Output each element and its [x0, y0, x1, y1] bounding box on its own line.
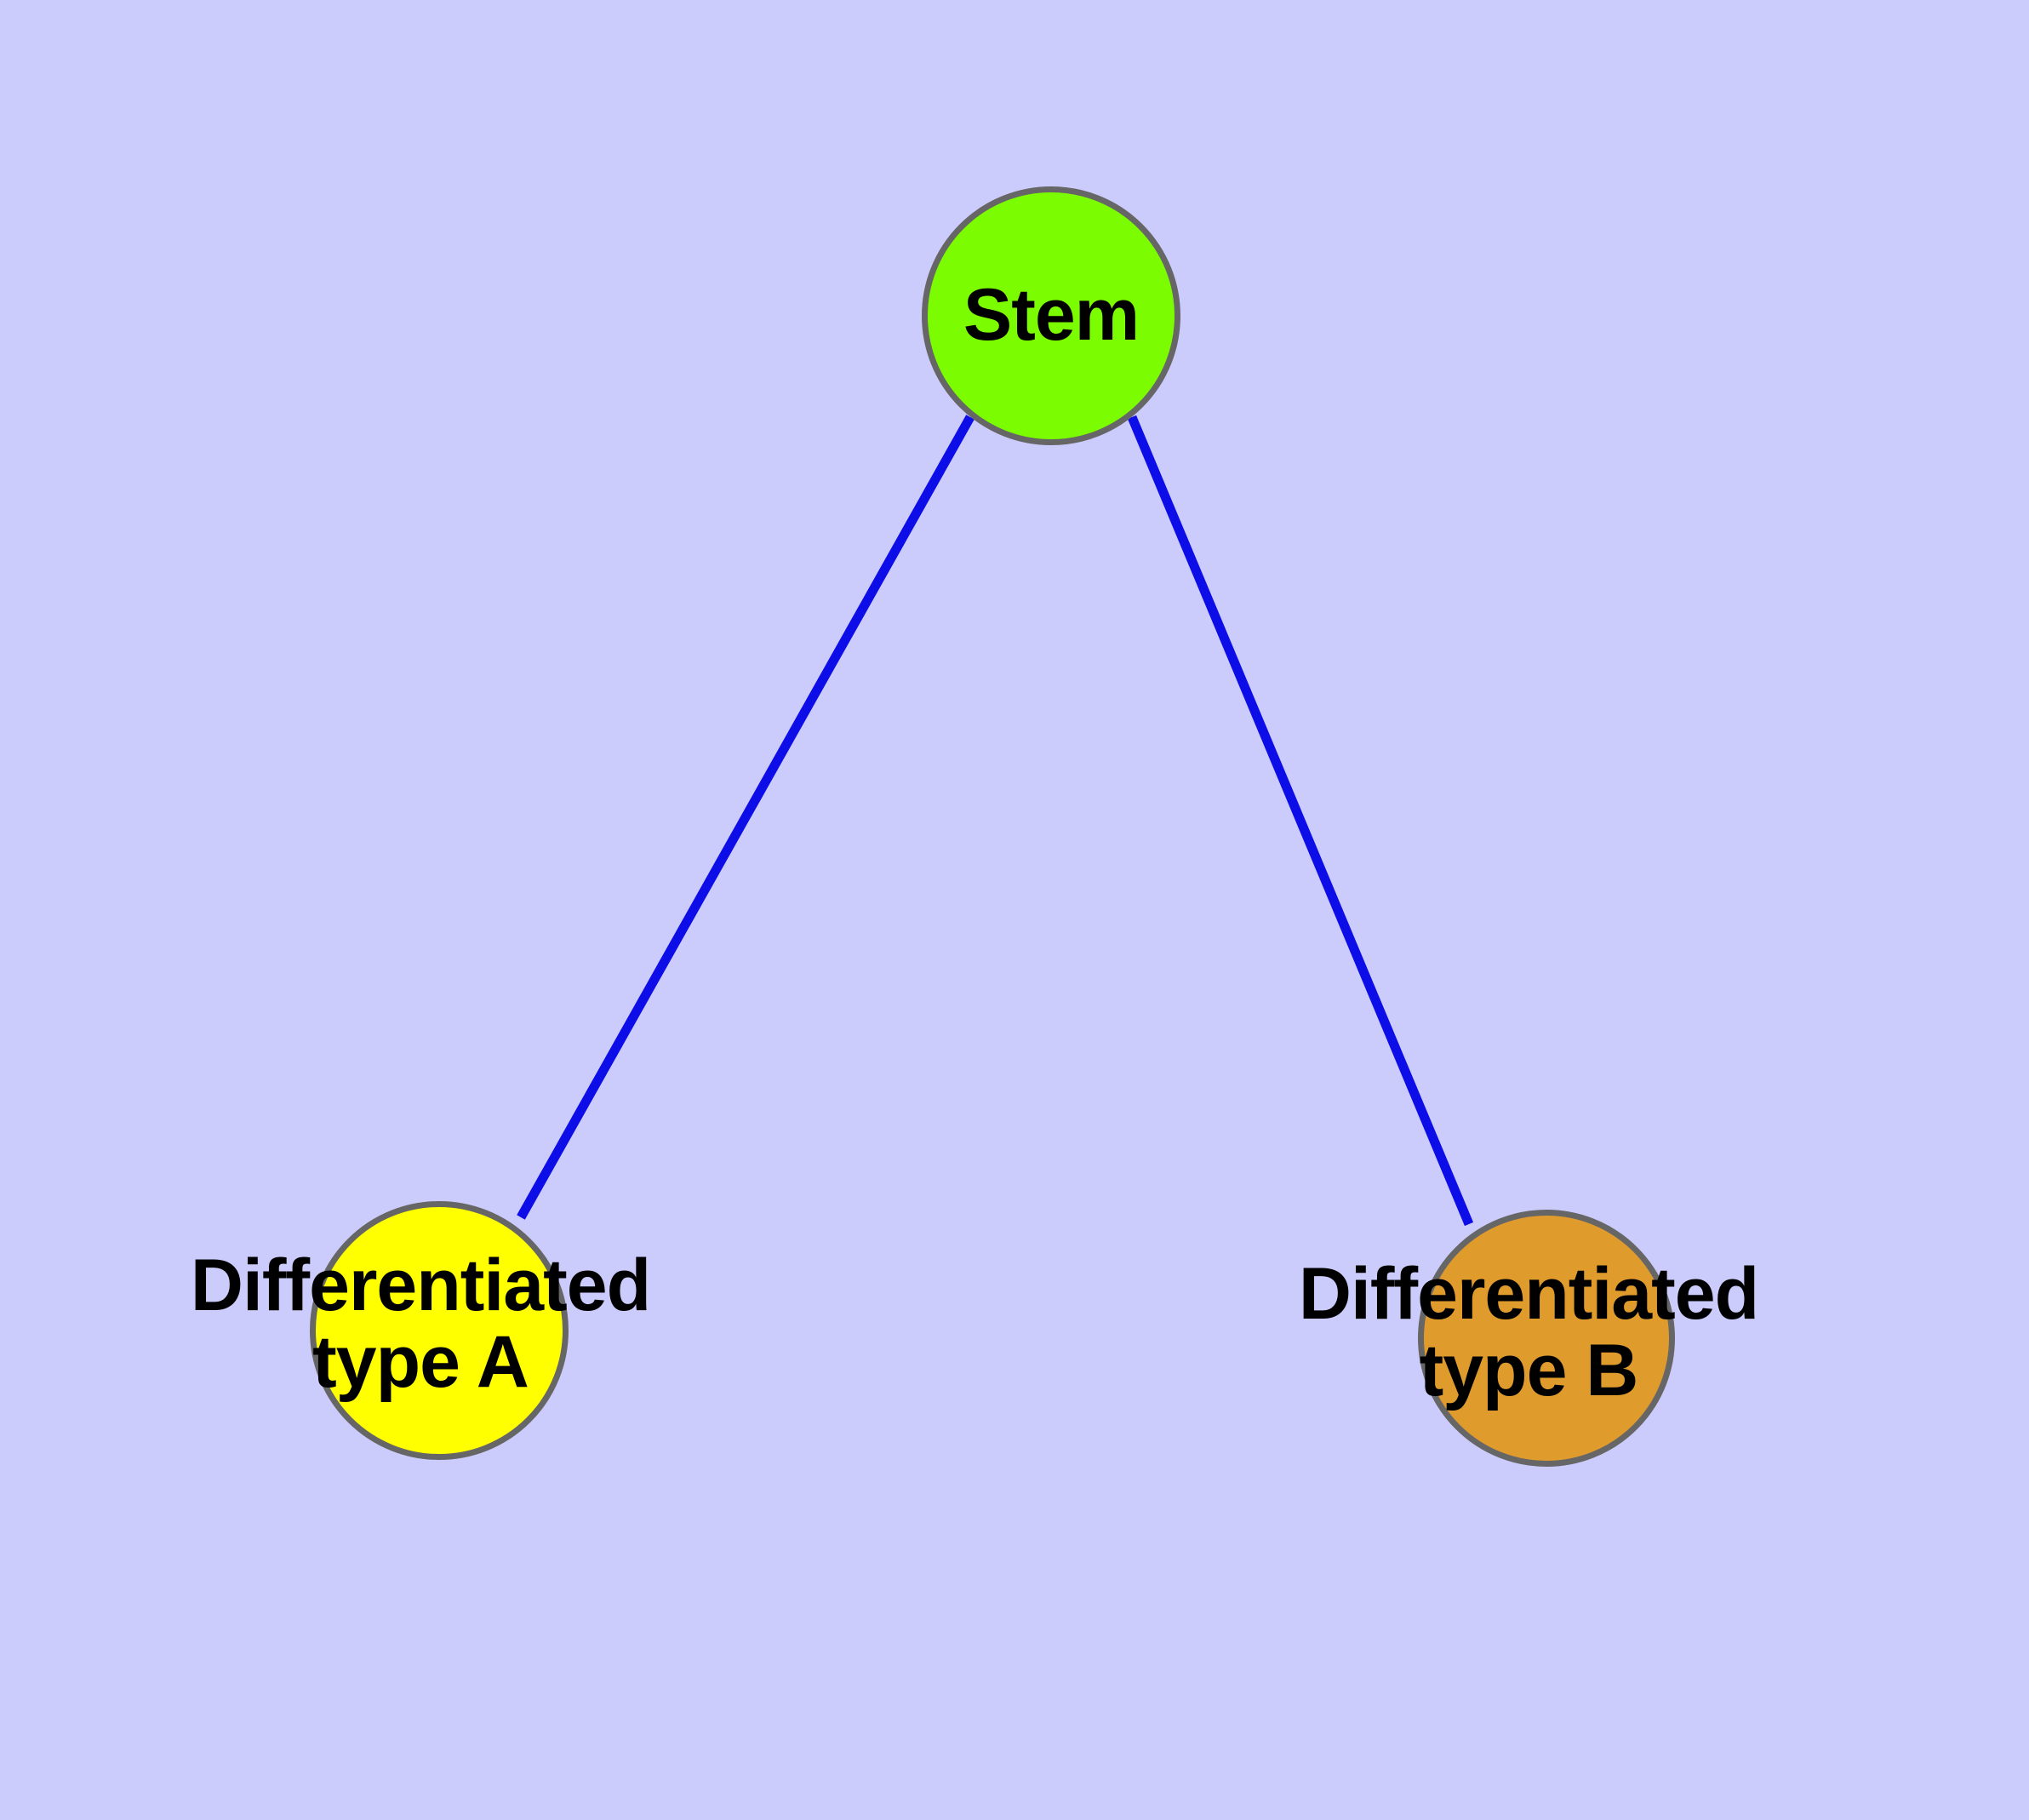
edge-stem-to-differentiated-type-a	[517, 415, 974, 1220]
node-differentiated-type-b[interactable]	[1418, 1210, 1675, 1467]
node-differentiated-type-a[interactable]	[310, 1201, 569, 1460]
node-stem-label: Stem	[963, 274, 1140, 357]
node-stem[interactable]: Stem	[922, 186, 1180, 445]
edge-stem-to-differentiated-type-b	[1127, 415, 1474, 1227]
